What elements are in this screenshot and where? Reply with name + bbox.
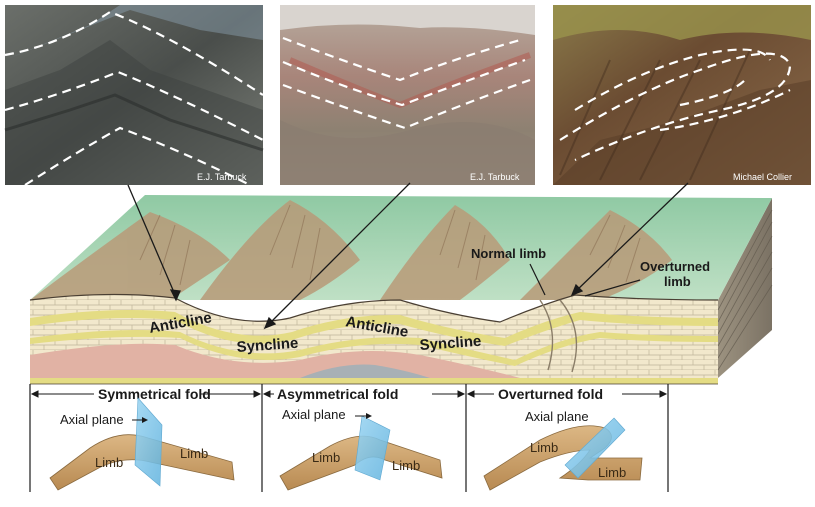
overturned-fold-sketch: Axial plane Limb Limb <box>483 409 643 491</box>
axial-plane-label-1: Axial plane <box>60 412 124 427</box>
photo-credit-2: E.J. Tarbuck <box>470 172 520 182</box>
limb-label-over-left: Limb <box>530 440 558 455</box>
axial-plane-label-3: Axial plane <box>525 409 589 424</box>
symmetrical-fold-sketch: Axial plane Limb Limb <box>49 397 235 491</box>
fold-type-headers: Symmetrical fold Asymmetrical fold Overt… <box>29 384 669 492</box>
label-normal-limb: Normal limb <box>471 246 546 261</box>
title-symmetrical-fold: Symmetrical fold <box>98 386 211 402</box>
block-diagram: Anticline Syncline Anticline Syncline No… <box>29 195 773 385</box>
label-overturned-limb-line2: limb <box>664 274 691 289</box>
title-overturned-fold: Overturned fold <box>498 386 603 402</box>
title-asymmetrical-fold: Asymmetrical fold <box>277 386 398 402</box>
limb-label-asym-right: Limb <box>392 458 420 473</box>
limb-label-sym-right: Limb <box>180 446 208 461</box>
label-overturned-limb-line1: Overturned <box>640 259 710 274</box>
limb-label-asym-left: Limb <box>312 450 340 465</box>
photo-symmetrical: E.J. Tarbuck <box>4 5 264 186</box>
photo-credit-3: Michael Collier <box>733 172 792 182</box>
leader-overturned-limb <box>584 279 641 297</box>
photo-pointers <box>127 182 689 330</box>
asymmetrical-fold-sketch: Axial plane Limb Limb <box>279 407 443 491</box>
limb-label-sym-left: Limb <box>95 455 123 470</box>
photo-overturned: Michael Collier <box>553 5 811 185</box>
leader-normal-limb <box>529 263 546 296</box>
photo-asymmetrical: E.J. Tarbuck <box>280 5 535 185</box>
label-syncline-1: Syncline <box>236 335 299 356</box>
limb-label-over-right: Limb <box>598 465 626 480</box>
label-syncline-2: Syncline <box>419 333 482 354</box>
photo-credit-1: E.J. Tarbuck <box>197 172 247 182</box>
axial-plane-label-2: Axial plane <box>282 407 346 422</box>
